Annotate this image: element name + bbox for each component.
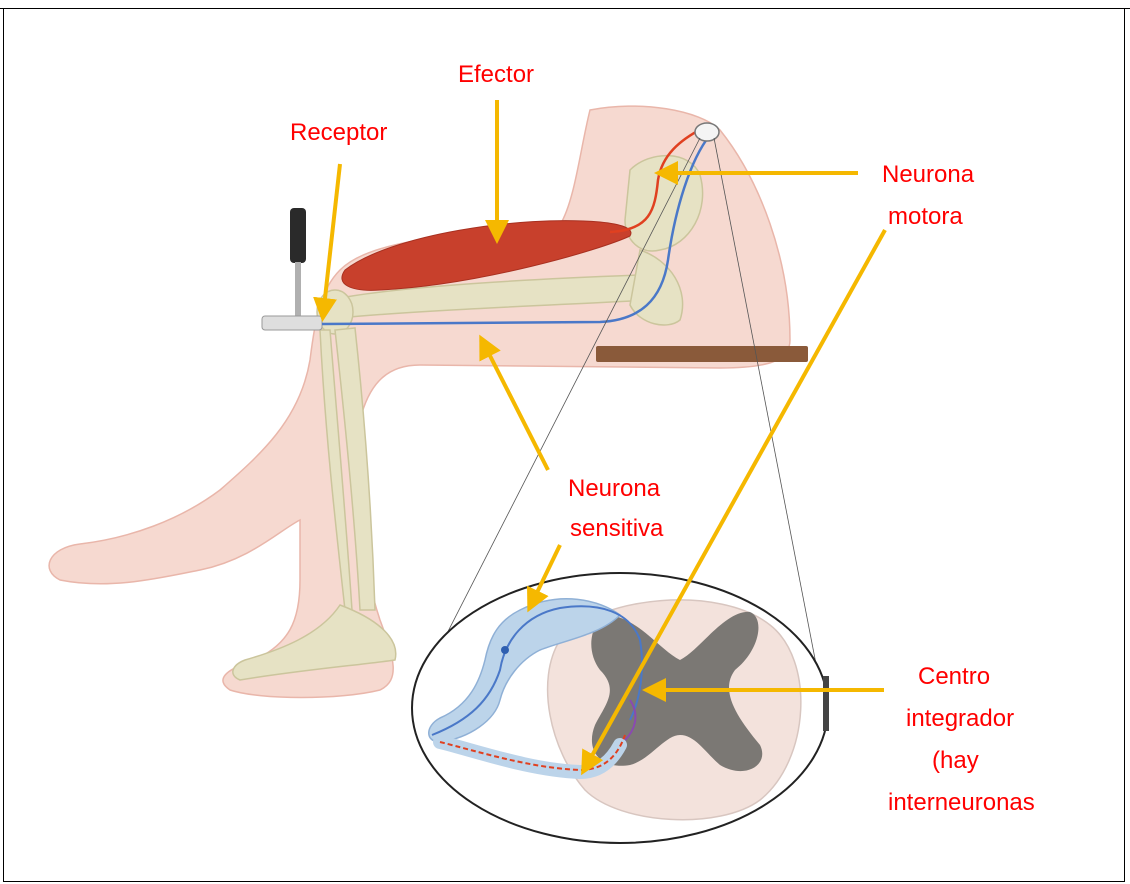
- chair-seat: [596, 346, 808, 362]
- reflex-hammer: [262, 208, 322, 330]
- label-centro-line1: Centro: [918, 660, 990, 694]
- label-efector: Efector: [458, 58, 534, 92]
- label-centro-line3: (hay: [932, 744, 979, 778]
- label-neurona-sensitiva-line2: sensitiva: [570, 512, 663, 546]
- label-centro-line2: integrador: [906, 702, 1014, 736]
- label-neurona-motora-line2: motora: [888, 200, 963, 234]
- label-neurona-motora-line1: Neurona: [882, 158, 974, 192]
- spinal-cord-section-marker: [695, 123, 719, 141]
- inset-edge-mark: [823, 676, 829, 731]
- label-receptor: Receptor: [290, 116, 387, 150]
- label-centro-line4: interneuronas: [888, 786, 1035, 820]
- label-neurona-sensitiva-line1: Neurona: [568, 472, 660, 506]
